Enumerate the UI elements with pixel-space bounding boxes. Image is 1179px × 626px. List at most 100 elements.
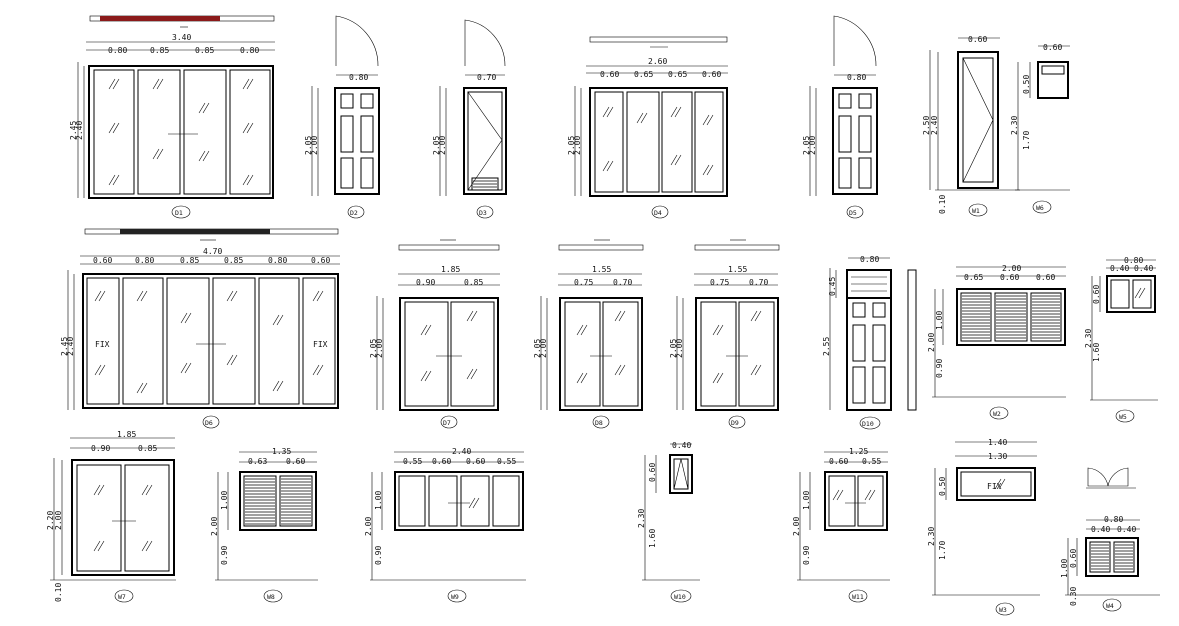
window-w4: 0.80 0.40 0.40 0.60 1.00 0.30 W4 <box>1060 467 1160 612</box>
glass-hatch-mark <box>246 78 254 90</box>
dim-d8-total: 1.55 <box>592 265 611 274</box>
glass-hatch-mark <box>614 310 622 322</box>
dim-d1-b: 0.85 <box>150 46 169 55</box>
dim-d8-b: 0.70 <box>613 278 632 287</box>
dim-d3-h1: 2.05 <box>432 136 441 155</box>
tag-w8: W8 <box>267 593 275 601</box>
dim-w2-h3: 0.90 <box>935 359 944 378</box>
tag-d9: D9 <box>731 419 739 427</box>
dim-d5-h1: 2.05 <box>802 136 811 155</box>
glass-hatch-mark <box>636 112 644 124</box>
dim-w9-h3: 0.90 <box>374 546 383 565</box>
glass-hatch-mark <box>576 372 584 384</box>
dim-w3-total: 1.40 <box>988 438 1007 447</box>
dim-d9-h2: 2.00 <box>675 339 684 358</box>
glass-hatch-mark <box>226 354 234 366</box>
glass-hatch-mark <box>242 174 250 186</box>
dim-w4-a: 0.40 <box>1091 525 1110 534</box>
glass-hatch-mark <box>198 150 206 162</box>
window-w2: 2.00 0.65 0.60 0.60 1.00 2.00 0.90 W2 <box>927 264 1066 420</box>
glass-hatch-mark <box>754 364 762 376</box>
dim-w5-b: 0.40 <box>1134 264 1153 273</box>
dim-d3-w: 0.70 <box>477 73 496 82</box>
dim-w9-h1: 1.00 <box>374 491 383 510</box>
dim-d6-b: 0.80 <box>135 256 154 265</box>
dim-d3-h2: 2.00 <box>438 136 447 155</box>
glass-hatch-mark <box>576 324 584 336</box>
tag-d8: D8 <box>595 419 603 427</box>
glass-hatch-mark <box>97 484 105 496</box>
tag-d6: D6 <box>205 419 213 427</box>
glass-hatch-mark <box>226 290 234 302</box>
dim-w9-d: 0.55 <box>497 457 516 466</box>
glass-hatch-mark <box>202 150 210 162</box>
dim-w2-c: 0.60 <box>1036 273 1055 282</box>
glass-hatch-mark <box>184 312 192 324</box>
dim-d7-total: 1.85 <box>441 265 460 274</box>
glass-hatch-mark <box>640 112 648 124</box>
dim-d4-b: 0.65 <box>634 70 653 79</box>
dim-w4-total: 0.80 <box>1104 515 1123 524</box>
dim-w5-a: 0.40 <box>1110 264 1129 273</box>
glass-hatch-mark <box>716 324 724 336</box>
glass-hatch-mark <box>141 540 149 552</box>
dim-d1-h1: 2.45 <box>69 121 78 140</box>
dim-d4-h1: 2.05 <box>567 136 576 155</box>
dim-d2-h1: 2.05 <box>304 136 313 155</box>
dim-w11-a: 0.60 <box>829 457 848 466</box>
dim-w2-h1: 1.00 <box>935 311 944 330</box>
door-d9: 1.55 0.75 0.70 2.05 2.00 D9 <box>669 239 780 429</box>
dim-w7-a: 0.90 <box>91 444 110 453</box>
tag-d3: D3 <box>479 209 487 217</box>
glass-hatch-mark <box>136 290 144 302</box>
dim-w1-w: 0.60 <box>968 35 987 44</box>
glass-hatch-mark <box>108 174 116 186</box>
glass-hatch-mark <box>868 489 876 501</box>
dim-d9-h1: 2.05 <box>669 339 678 358</box>
glass-hatch-mark <box>712 372 720 384</box>
dim-w8-h3: 0.90 <box>220 546 229 565</box>
dim-d8-a: 0.75 <box>574 278 593 287</box>
glass-hatch-mark <box>606 106 614 118</box>
glass-hatch-mark <box>156 148 164 160</box>
glass-hatch-mark <box>246 174 254 186</box>
dim-d4-c: 0.65 <box>668 70 687 79</box>
glass-hatch-mark <box>242 78 250 90</box>
glass-hatch-mark <box>140 382 148 394</box>
glass-hatch-mark <box>472 497 480 509</box>
dim-w4-h3: 0.30 <box>1069 587 1078 606</box>
window-w6: 0.60 0.50 2.30 1.70 W6 <box>1010 43 1070 214</box>
dim-d1-h2: 2.40 <box>75 121 84 140</box>
dim-d2-h2: 2.00 <box>310 136 319 155</box>
glass-hatch-mark <box>145 540 153 552</box>
glass-hatch-mark <box>276 314 284 326</box>
window-w7: 1.85 0.90 0.85 2.20 2.00 0.10 W7 <box>46 430 176 603</box>
dim-w11-h2: 2.00 <box>792 517 801 536</box>
dim-w6-w: 0.60 <box>1043 43 1062 52</box>
dim-d2-w: 0.80 <box>349 73 368 82</box>
glass-hatch-mark <box>606 160 614 172</box>
dim-w9-b: 0.60 <box>432 457 451 466</box>
glass-hatch-mark <box>750 364 758 376</box>
glass-hatch-mark <box>470 368 478 380</box>
glass-hatch-mark <box>602 160 610 172</box>
glass-hatch-mark <box>670 106 678 118</box>
dim-d9-total: 1.55 <box>728 265 747 274</box>
tag-d2: D2 <box>350 209 358 217</box>
glass-hatch-mark <box>580 324 588 336</box>
dim-w3-h1: 0.50 <box>938 477 947 496</box>
dim-w7-total: 1.85 <box>117 430 136 439</box>
glass-hatch-mark <box>112 78 120 90</box>
dim-w11-h3: 0.90 <box>802 546 811 565</box>
glass-hatch-mark <box>180 362 188 374</box>
glass-hatch-mark <box>156 78 164 90</box>
glass-hatch-mark <box>832 489 840 501</box>
window-w3: 1.40 1.30 FIX 0.50 2.30 1.70 W3 <box>927 438 1040 616</box>
glass-hatch-mark <box>312 290 320 302</box>
glass-hatch-mark <box>424 370 432 382</box>
dim-w8-h2: 2.00 <box>210 517 219 536</box>
dim-w1-sill: 0.10 <box>938 195 947 214</box>
glass-hatch-mark <box>702 114 710 126</box>
glass-hatch-mark <box>94 364 102 376</box>
